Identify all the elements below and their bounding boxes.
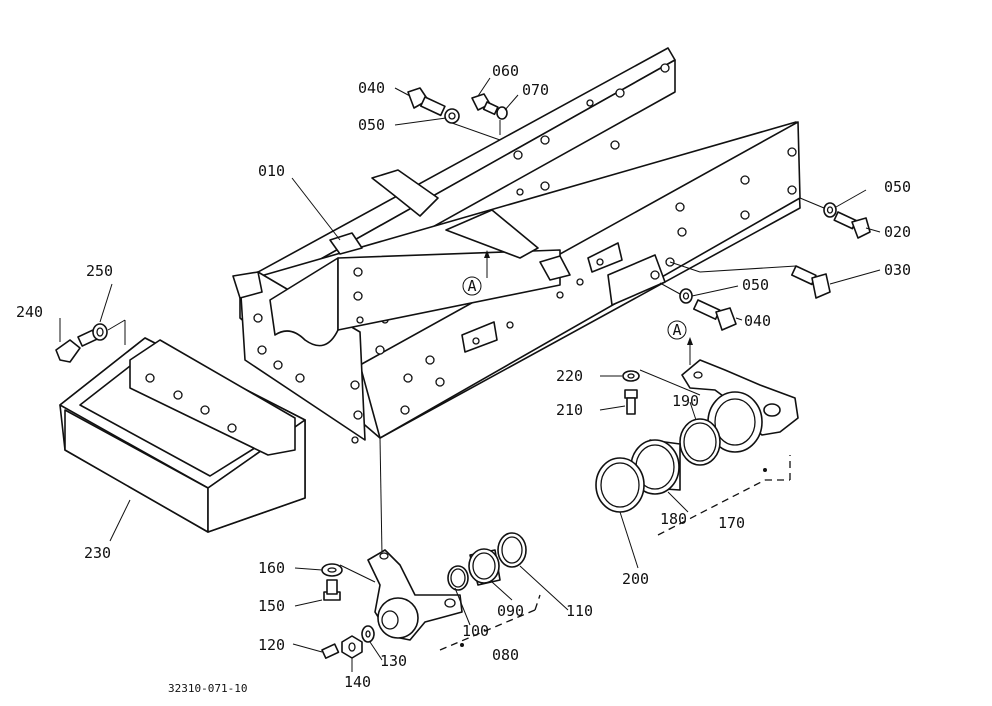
bracket-080 (367, 549, 463, 641)
callout-200: 200 (622, 570, 649, 588)
callout-090: 090 (497, 602, 524, 620)
view-marker-bracket: A (667, 320, 693, 365)
washer-160 (321, 563, 343, 577)
callout-210: 210 (556, 401, 583, 419)
callout-180: 180 (660, 510, 687, 528)
callout-220: 220 (556, 367, 583, 385)
washer-220 (622, 370, 640, 382)
bolt-210 (624, 389, 638, 415)
callout-060: 060 (492, 62, 519, 80)
callout-170: 170 (718, 514, 745, 532)
washer-050-right-bottom (679, 288, 693, 304)
leader-lines (59, 77, 881, 672)
bolt-150 (323, 579, 341, 601)
ring-190 (679, 418, 721, 466)
washer-050-right-top (823, 202, 837, 218)
callout-050-right-top: 050 (884, 178, 911, 196)
washer-050-top (444, 108, 460, 124)
callout-050-right-bottom: 050 (742, 276, 769, 294)
bolt-240 (55, 329, 98, 363)
svg-text:A: A (467, 277, 476, 295)
callout-labels: 010 040 050 060 070 050 020 030 050 040 … (16, 62, 911, 695)
bolt-060 (471, 93, 499, 116)
callout-230: 230 (84, 544, 111, 562)
callout-110: 110 (566, 602, 593, 620)
callout-020: 020 (884, 223, 911, 241)
callout-010: 010 (258, 162, 285, 180)
callout-120: 120 (258, 636, 285, 654)
callout-100: 100 (462, 622, 489, 640)
washer-250 (92, 323, 108, 341)
callout-250: 250 (86, 262, 113, 280)
callout-130: 130 (380, 652, 407, 670)
callout-140: 140 (344, 673, 371, 691)
view-marker-frame: A (462, 250, 490, 296)
figure-id: 32310-071-10 (168, 682, 247, 695)
bolt-120 (321, 643, 340, 659)
bolt-040-top (407, 87, 446, 117)
bolt-020 (833, 211, 871, 239)
tool-tray (59, 337, 306, 533)
nut-070 (496, 106, 508, 120)
callout-030: 030 (884, 261, 911, 279)
ring-100 (447, 565, 469, 591)
callout-240: 240 (16, 303, 43, 321)
washer-130 (361, 625, 375, 643)
bolt-030 (790, 265, 831, 299)
callout-070: 070 (522, 81, 549, 99)
svg-text:A: A (672, 321, 681, 339)
bushing-090 (468, 548, 501, 586)
callout-190: 190 (672, 392, 699, 410)
callout-080: 080 (492, 646, 519, 664)
bracket-170 (681, 359, 799, 453)
seal-110 (497, 532, 527, 568)
main-frame (232, 47, 801, 444)
callout-160: 160 (258, 559, 285, 577)
callout-050-top: 050 (358, 116, 385, 134)
callout-150: 150 (258, 597, 285, 615)
bolt-040-right (692, 299, 737, 331)
callout-040-right: 040 (744, 312, 771, 330)
nut-140 (341, 635, 363, 659)
seal-200 (595, 457, 645, 513)
callout-040-top: 040 (358, 79, 385, 97)
